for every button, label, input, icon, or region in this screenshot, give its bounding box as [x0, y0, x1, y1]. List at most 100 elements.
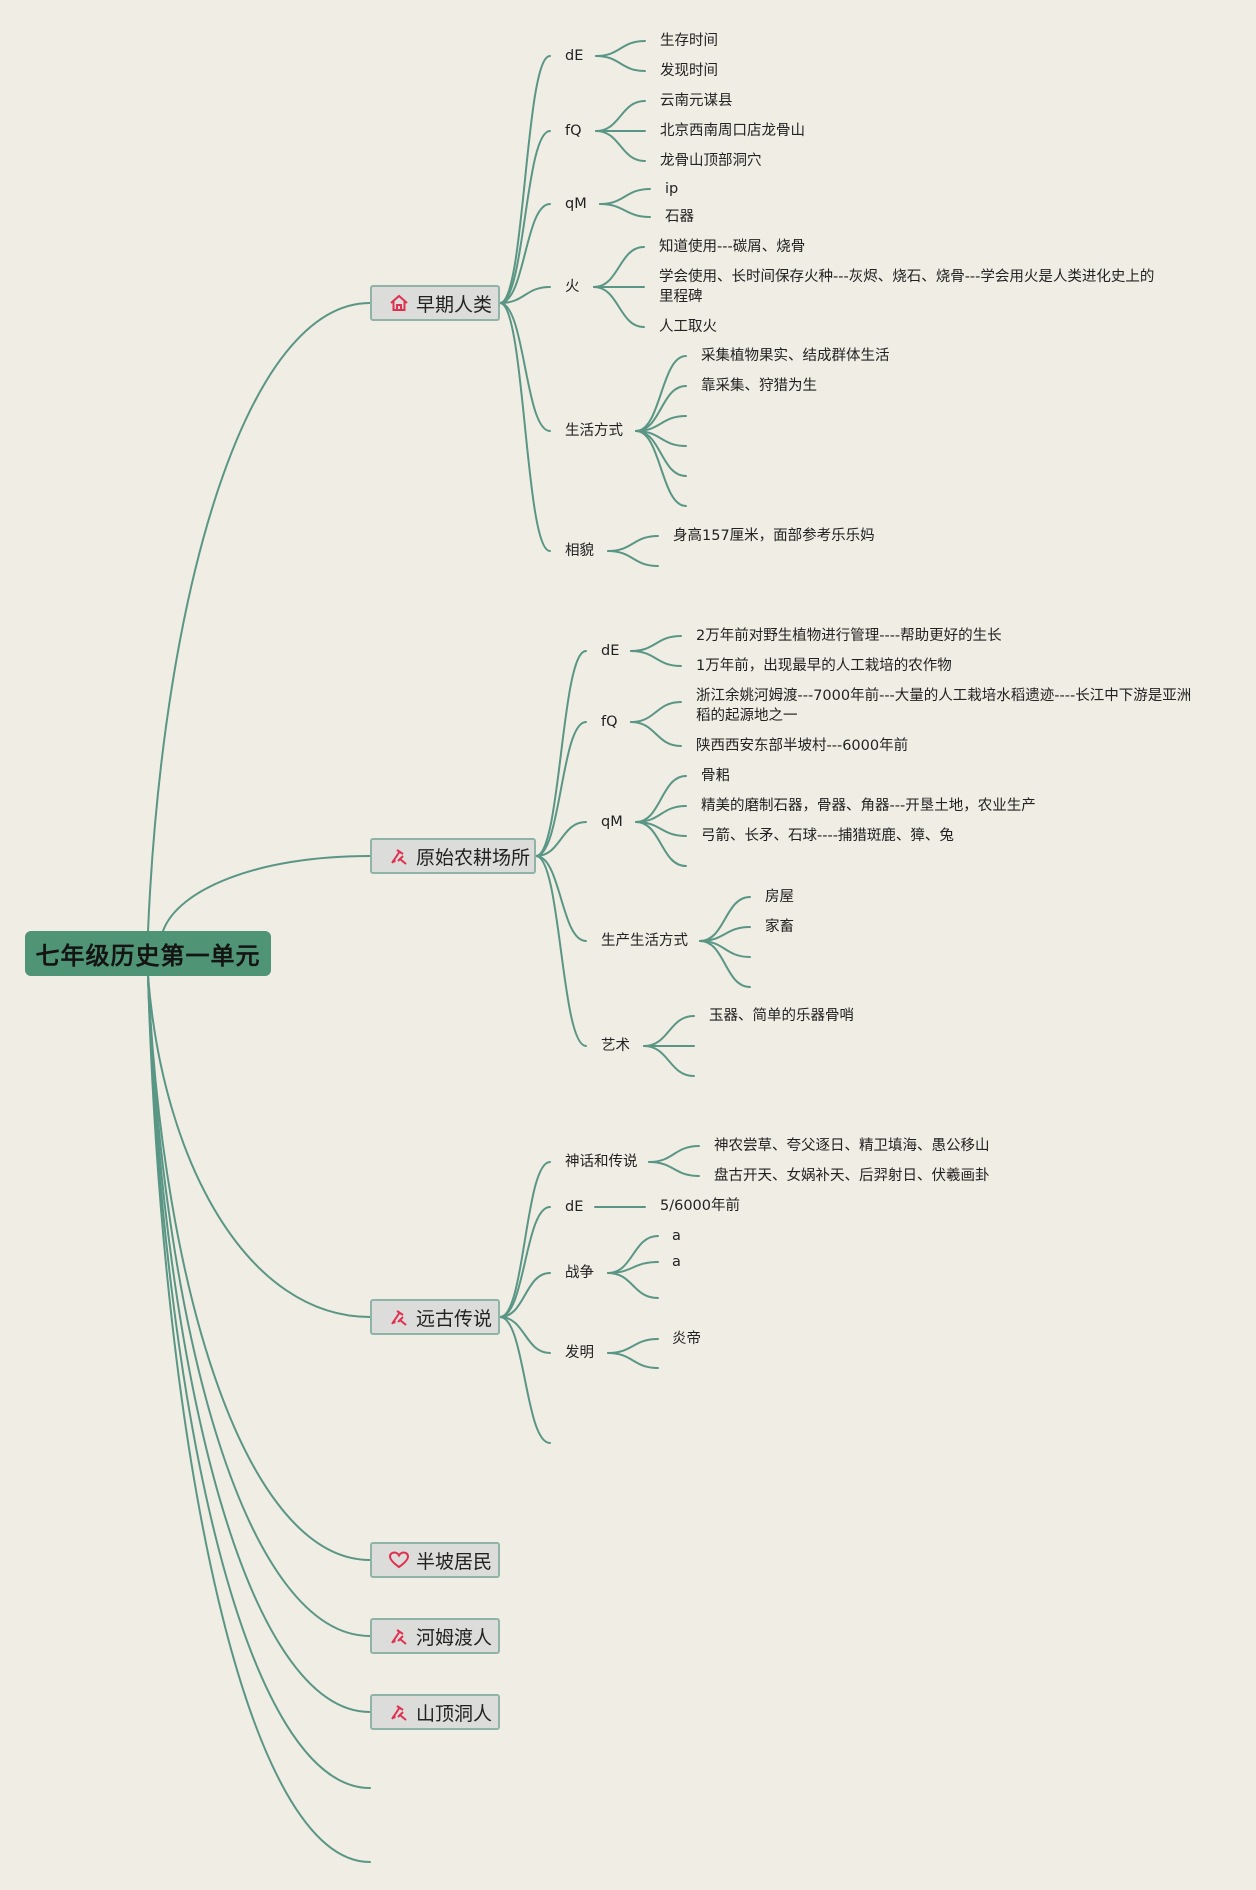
- topic-hemudu[interactable]: 河姆渡人: [370, 1618, 500, 1654]
- subtopic-connector: [499, 1206, 551, 1318]
- trunk-to-empty-topic: [147, 975, 371, 1789]
- subtopic-connector: [499, 1316, 551, 1354]
- leaf-item[interactable]: 玉器、简单的乐器骨哨: [709, 1008, 854, 1024]
- leaf-item[interactable]: 陕西西安东部半坡村---6000年前: [696, 738, 909, 754]
- leaf-item[interactable]: 炎帝: [672, 1331, 701, 1347]
- leaf-connector: [607, 550, 659, 567]
- leaf-item[interactable]: ip: [665, 181, 679, 197]
- topic-label: 早期人类: [416, 293, 493, 316]
- topic-banpo[interactable]: 半坡居民: [370, 1542, 500, 1578]
- topic-label: 远古传说: [416, 1307, 493, 1330]
- leaf-item[interactable]: 学会使用、长时间保存火种---灰烬、烧石、烧骨---学会用火是人类进化史上的里程…: [659, 269, 1155, 305]
- topic-farming[interactable]: 原始农耕场所: [370, 838, 536, 874]
- subtopic-label[interactable]: 神话和传说: [565, 1154, 638, 1170]
- leaf-connector: [699, 940, 751, 988]
- subtopic-connector: [499, 1161, 551, 1318]
- topic-label: 山顶洞人: [416, 1702, 493, 1725]
- subtopic-connector: [499, 203, 551, 304]
- leaf-item[interactable]: 靠采集、狩猎为生: [701, 378, 817, 394]
- leaf-connector: [599, 188, 651, 205]
- subtopic-label[interactable]: 相貌: [565, 543, 594, 559]
- subtopic-label[interactable]: qM: [565, 196, 587, 212]
- subtopic-label[interactable]: dE: [565, 1199, 584, 1215]
- leaf-item[interactable]: 2万年前对野生植物进行管理----帮助更好的生长: [696, 628, 1002, 644]
- subtopic-label[interactable]: 战争: [565, 1265, 594, 1281]
- root-node[interactable]: 七年级历史第一单元: [25, 931, 271, 976]
- subtopic-label[interactable]: 生产生活方式: [601, 933, 688, 949]
- leaf-connector: [595, 100, 646, 132]
- subtopic-label[interactable]: 发明: [565, 1345, 594, 1361]
- leaf-item[interactable]: 弓箭、长矛、石球----捕猎斑鹿、獐、兔: [701, 828, 954, 844]
- leaf-item[interactable]: a: [672, 1254, 681, 1270]
- trunk-to-legends: [147, 975, 371, 1318]
- leaf-connector: [648, 1145, 700, 1163]
- leaf-item[interactable]: 北京西南周口店龙骨山: [660, 123, 805, 139]
- leaf-item[interactable]: 石器: [665, 209, 694, 225]
- subtopic-connector: [499, 55, 551, 304]
- leaf-item[interactable]: 浙江余姚河姆渡---7000年前---大量的人工栽培水稻遗迹----长江中下游是…: [696, 688, 1192, 724]
- tools-icon: [388, 1306, 410, 1328]
- subtopic-connector: [535, 821, 587, 857]
- trunk-to-farming: [162, 855, 371, 932]
- leaf-connector: [595, 130, 646, 162]
- subtopic-label[interactable]: 生活方式: [565, 423, 623, 439]
- leaf-connector: [593, 286, 645, 328]
- trunk-to-early-humans: [147, 302, 371, 932]
- leaf-connector: [599, 203, 651, 218]
- subtopic-label[interactable]: 火: [565, 279, 580, 295]
- subtopic-label[interactable]: fQ: [565, 123, 582, 139]
- leaf-item[interactable]: 家畜: [765, 919, 794, 935]
- leaf-item[interactable]: 神农尝草、夸父逐日、精卫填海、愚公移山: [714, 1138, 990, 1154]
- subtopic-label[interactable]: 艺术: [601, 1038, 630, 1054]
- leaf-item[interactable]: 人工取火: [659, 319, 717, 335]
- topic-early-humans[interactable]: 早期人类: [370, 285, 500, 321]
- subtopic-connector: [499, 302, 551, 432]
- house-icon: [388, 292, 410, 314]
- leaf-connector: [635, 430, 687, 507]
- subtopic-label[interactable]: fQ: [601, 714, 618, 730]
- leaf-item[interactable]: 知道使用---碳屑、烧骨: [659, 239, 806, 255]
- subtopic-label[interactable]: dE: [565, 48, 584, 64]
- subtopic-connector: [499, 1272, 551, 1318]
- leaf-item[interactable]: 精美的磨制石器，骨器、角器---开垦土地，农业生产: [701, 798, 1036, 814]
- trunk-to-shanding: [147, 975, 371, 1713]
- leaf-item[interactable]: 5/6000年前: [660, 1198, 741, 1214]
- subtopic-label[interactable]: dE: [601, 643, 620, 659]
- leaf-item[interactable]: 房屋: [765, 889, 794, 905]
- subtopic-label[interactable]: qM: [601, 814, 623, 830]
- leaf-item[interactable]: 发现时间: [660, 63, 718, 79]
- leaf-connector: [643, 1015, 695, 1047]
- leaf-item[interactable]: 骨耜: [701, 768, 730, 784]
- topic-shanding[interactable]: 山顶洞人: [370, 1694, 500, 1730]
- subtopic-connector: [535, 650, 587, 857]
- topic-label: 半坡居民: [416, 1550, 493, 1573]
- leaf-connector: [630, 721, 682, 747]
- leaf-connector: [630, 635, 682, 652]
- leaf-connector: [630, 701, 682, 723]
- subtopic-connector: [499, 302, 551, 552]
- leaf-connector: [607, 1272, 659, 1299]
- leaf-connector: [643, 1045, 695, 1077]
- leaf-item[interactable]: 龙骨山顶部洞穴: [660, 153, 762, 169]
- leaf-connector: [630, 650, 682, 667]
- topic-legends[interactable]: 远古传说: [370, 1299, 500, 1335]
- leaf-connector: [595, 55, 646, 72]
- leaf-connector: [607, 1352, 659, 1369]
- tools-icon: [388, 1701, 410, 1723]
- leaf-connector: [595, 40, 646, 57]
- leaf-connector: [593, 246, 645, 288]
- leaf-connector: [648, 1161, 700, 1177]
- leaf-item[interactable]: 身高157厘米，面部参考乐乐妈: [673, 528, 875, 544]
- subtopic-connector: [499, 1316, 551, 1444]
- leaf-item[interactable]: 1万年前，出现最早的人工栽培的农作物: [696, 658, 952, 674]
- leaf-item[interactable]: 盘古开天、女娲补天、后羿射日、伏羲画卦: [714, 1168, 990, 1184]
- leaf-item[interactable]: 生存时间: [660, 33, 718, 49]
- trunk-to-banpo: [147, 975, 371, 1561]
- topic-label: 原始农耕场所: [416, 846, 531, 869]
- leaf-connector: [607, 1338, 659, 1354]
- leaf-item[interactable]: a: [672, 1228, 681, 1244]
- leaf-item[interactable]: 云南元谋县: [660, 93, 733, 109]
- leaf-item[interactable]: 采集植物果实、结成群体生活: [701, 348, 890, 364]
- leaf-connector: [635, 821, 687, 867]
